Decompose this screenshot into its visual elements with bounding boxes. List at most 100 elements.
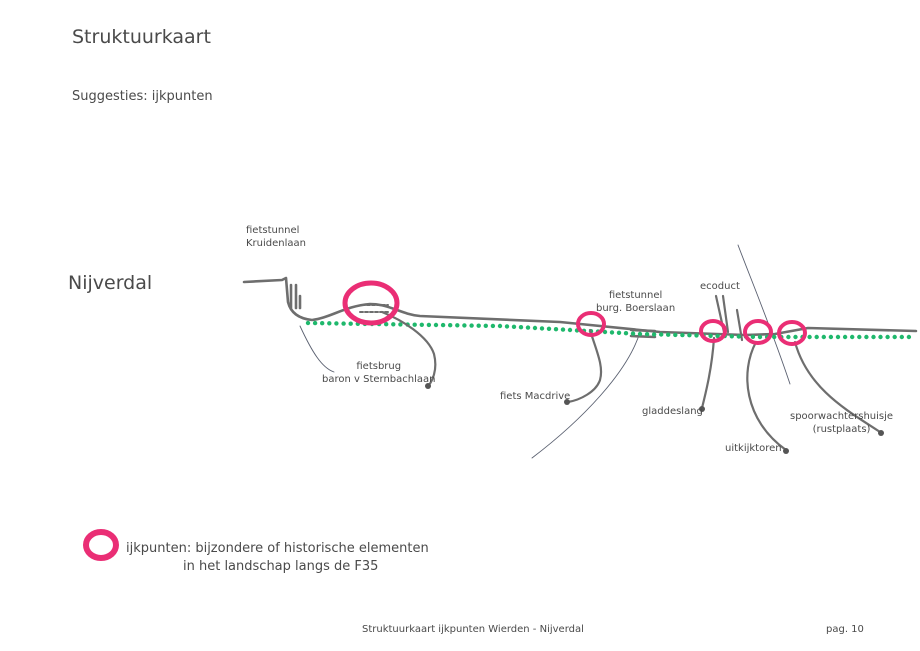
railway-dot — [687, 333, 692, 338]
place-name: Nijverdal — [68, 272, 153, 294]
railway-dot — [708, 333, 713, 338]
railway-dot — [440, 322, 446, 328]
railway-dot — [736, 334, 741, 339]
tunnel-boerslaan-mark-2 — [629, 334, 657, 339]
railway-dot — [334, 321, 339, 326]
page-subtitle: Suggesties: ijkpunten — [72, 89, 213, 104]
railway-dot — [532, 325, 538, 331]
railway-dot — [892, 334, 897, 340]
railway-dot — [637, 331, 643, 337]
railway-dot — [857, 334, 862, 340]
railway-dot — [602, 329, 608, 335]
footer-text: Struktuurkaart ijkpunten Wierden - Nijve… — [362, 624, 584, 635]
leader-dot-spoorwachtershuisje — [878, 430, 884, 436]
railway-dot — [560, 327, 566, 332]
railway-dot — [462, 323, 467, 328]
road — [242, 276, 918, 342]
ijkpunt-uitkijktoren — [743, 319, 773, 345]
railway-dot — [433, 322, 439, 328]
railway-dot — [483, 323, 488, 328]
thin-line-ecoduct — [737, 244, 791, 385]
railway-dot — [426, 322, 432, 328]
leader-fietsbrug — [380, 310, 437, 388]
railway-dot — [384, 322, 389, 327]
railway-dot — [651, 332, 657, 337]
legend-line-2: in het landschap langs de F35 — [183, 559, 379, 574]
railway-dot — [757, 334, 763, 340]
railway-dot — [729, 334, 734, 339]
railway-dot — [821, 334, 826, 340]
railway-dot — [885, 334, 890, 340]
railway-dot — [694, 333, 699, 338]
road-main — [242, 276, 918, 337]
railway-dot — [878, 334, 883, 340]
railway-dot — [772, 334, 777, 340]
railway-dot — [623, 331, 629, 336]
railway-dot — [305, 320, 311, 326]
railway-dot — [327, 321, 332, 326]
railway-dot — [666, 332, 671, 337]
label-ecoduct: ecoduct — [700, 281, 740, 292]
railway-dot — [864, 334, 869, 340]
railway-dot — [715, 333, 720, 339]
railway-dot — [490, 323, 496, 329]
leader-end-dots — [425, 383, 884, 454]
railway-dot — [455, 323, 460, 328]
railway-dot — [312, 320, 318, 326]
label-fiets-macdrive: fiets Macdrive — [500, 391, 571, 402]
label-uitkijktoren: uitkijktoren — [725, 443, 782, 454]
leader-dot-gladdeslang — [699, 406, 705, 412]
railway-dot — [850, 334, 855, 340]
railway-dot — [750, 334, 756, 339]
ijkpunt-spoorwachtershuisje — [777, 320, 807, 346]
railway-dot — [412, 322, 417, 327]
railway-dot — [828, 334, 834, 340]
leader-gladdeslang — [700, 336, 716, 410]
label-fietstunnel-boerslaan: fietstunnel burg. Boerslaan — [596, 290, 676, 314]
page-title: Struktuurkaart — [72, 26, 211, 48]
thin-lines — [299, 244, 791, 459]
ijkpunt-fietsbrug — [342, 280, 400, 326]
leader-dot-uitkijktoren — [783, 448, 789, 454]
railway-dot — [814, 334, 819, 340]
tunnel-boerslaan-mark-1 — [629, 328, 657, 333]
railway-dot — [539, 326, 545, 331]
railway-dotted-line — [305, 320, 912, 340]
railway-dot — [469, 323, 474, 328]
railway-dot — [906, 334, 912, 340]
railway-dot — [504, 324, 510, 329]
railway-dot — [448, 323, 453, 328]
railway-dot — [871, 334, 876, 340]
railway-dot — [842, 334, 848, 340]
ecoduct-mark-3 — [735, 308, 744, 342]
pink-ring-icon — [83, 529, 119, 561]
railway-dot — [793, 334, 798, 340]
ecoduct-mark-2 — [721, 294, 730, 334]
railway-dot — [419, 322, 424, 327]
railway-dot — [567, 327, 573, 333]
railway-dot — [518, 325, 524, 330]
railway-dot — [391, 322, 396, 327]
railway-dot — [398, 322, 403, 327]
railway-dot — [899, 334, 904, 340]
railway-dot — [546, 326, 552, 331]
railway-dot — [553, 327, 559, 332]
leader-lines — [380, 310, 882, 452]
railway-dot — [786, 334, 791, 340]
label-fietsbrug: fietsbrug baron v Sternbachlaan — [322, 361, 436, 385]
leader-uitkijktoren — [746, 340, 788, 452]
ijkpunt-ecoduct — [699, 319, 727, 343]
railway-dot — [476, 323, 481, 328]
leader-fiets-macdrive — [566, 328, 603, 404]
railway-dot — [341, 321, 346, 326]
legend-line-1: ijkpunten: bijzondere of historische ele… — [126, 541, 429, 556]
railway-dot — [320, 321, 325, 326]
railway-dot — [497, 323, 503, 329]
label-fietstunnel-kruidenlaan: fietstunnel Kruidenlaan — [246, 225, 306, 249]
ijkpunt-rings — [342, 280, 807, 346]
railway-dot — [525, 325, 531, 330]
railway-dot — [616, 330, 622, 335]
railway-dot — [511, 324, 517, 329]
railway-dot — [835, 334, 841, 340]
railway-dot — [680, 332, 685, 338]
